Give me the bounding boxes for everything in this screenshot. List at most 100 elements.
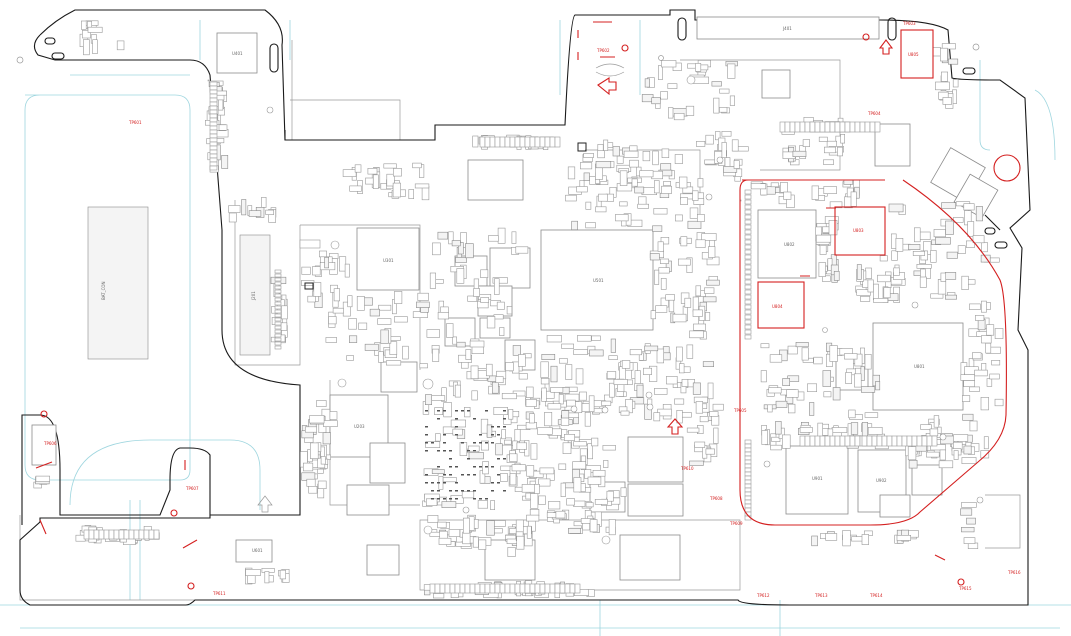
- passive-component[interactable]: [392, 182, 401, 198]
- passive-component[interactable]: [972, 235, 985, 244]
- passive-component[interactable]: [587, 476, 602, 485]
- passive-component[interactable]: [482, 461, 489, 475]
- passive-component[interactable]: [784, 121, 791, 133]
- passive-component[interactable]: [947, 58, 959, 65]
- passive-component[interactable]: [953, 450, 959, 460]
- passive-component[interactable]: [695, 239, 706, 248]
- passive-component[interactable]: [896, 435, 903, 447]
- passive-component[interactable]: [651, 97, 661, 105]
- passive-component[interactable]: [861, 422, 869, 438]
- passive-component[interactable]: [467, 295, 478, 302]
- passive-component[interactable]: [926, 435, 933, 447]
- passive-component[interactable]: [794, 121, 801, 133]
- passive-component[interactable]: [509, 136, 516, 148]
- passive-component[interactable]: [615, 214, 629, 222]
- passive-component[interactable]: [591, 437, 599, 447]
- passive-component[interactable]: [354, 164, 362, 173]
- passive-component[interactable]: [929, 428, 939, 437]
- passive-component[interactable]: [470, 365, 479, 379]
- passive-component[interactable]: [789, 121, 796, 133]
- passive-component[interactable]: [228, 212, 237, 223]
- passive-component[interactable]: [933, 229, 946, 238]
- passive-component[interactable]: [458, 354, 472, 363]
- passive-component[interactable]: [509, 583, 516, 594]
- passive-component[interactable]: [649, 253, 660, 261]
- passive-component[interactable]: [827, 258, 833, 271]
- passive-component[interactable]: [568, 527, 581, 534]
- passive-component[interactable]: [829, 201, 843, 209]
- passive-component[interactable]: [394, 291, 403, 304]
- passive-component[interactable]: [744, 471, 752, 477]
- passive-component[interactable]: [602, 445, 616, 451]
- passive-component[interactable]: [274, 301, 282, 306]
- passive-component[interactable]: [595, 161, 612, 169]
- passive-component[interactable]: [895, 238, 904, 252]
- passive-component[interactable]: [128, 529, 135, 540]
- passive-component[interactable]: [660, 278, 667, 290]
- passive-component[interactable]: [494, 278, 500, 295]
- passive-component[interactable]: [833, 270, 840, 281]
- passive-component[interactable]: [994, 398, 1004, 407]
- passive-component[interactable]: [496, 301, 505, 310]
- passive-component[interactable]: [692, 382, 701, 395]
- bottom-right-small-2[interactable]: [911, 464, 943, 496]
- passive-component[interactable]: [209, 129, 218, 135]
- passive-component[interactable]: [801, 347, 809, 361]
- passive-component[interactable]: [369, 308, 380, 317]
- passive-component[interactable]: [539, 583, 546, 594]
- passive-component[interactable]: [906, 435, 913, 447]
- passive-component[interactable]: [744, 507, 752, 513]
- passive-component[interactable]: [507, 547, 516, 557]
- passive-component[interactable]: [859, 121, 866, 133]
- passive-component[interactable]: [916, 435, 923, 447]
- passive-component[interactable]: [494, 583, 501, 594]
- passive-component[interactable]: [554, 583, 561, 594]
- passive-component[interactable]: [807, 383, 818, 392]
- passive-component[interactable]: [274, 313, 282, 318]
- passive-component[interactable]: [744, 264, 752, 270]
- passive-component[interactable]: [448, 231, 454, 245]
- passive-component[interactable]: [425, 441, 441, 449]
- passive-component[interactable]: [744, 309, 752, 315]
- passive-component[interactable]: [589, 519, 598, 533]
- passive-component[interactable]: [274, 269, 282, 274]
- passive-component[interactable]: [631, 178, 638, 187]
- passive-component[interactable]: [744, 234, 752, 240]
- passive-component[interactable]: [705, 448, 715, 455]
- passive-component[interactable]: [508, 409, 514, 420]
- passive-component[interactable]: [347, 295, 353, 308]
- passive-component[interactable]: [661, 148, 670, 158]
- passive-component[interactable]: [861, 534, 869, 545]
- passive-component[interactable]: [274, 325, 282, 330]
- passive-component[interactable]: [493, 314, 504, 320]
- passive-component[interactable]: [562, 442, 572, 454]
- passive-component[interactable]: [986, 324, 995, 336]
- passive-component[interactable]: [495, 443, 503, 456]
- passive-component[interactable]: [634, 370, 641, 385]
- passive-component[interactable]: [465, 243, 474, 259]
- passive-component[interactable]: [274, 281, 282, 286]
- passive-component[interactable]: [981, 242, 988, 253]
- passive-component[interactable]: [432, 348, 440, 362]
- left-connector[interactable]: [239, 234, 271, 356]
- passive-component[interactable]: [537, 427, 553, 435]
- upper-chip-1[interactable]: [467, 159, 524, 201]
- passive-component[interactable]: [318, 250, 327, 258]
- passive-component[interactable]: [811, 185, 819, 200]
- passive-component[interactable]: [427, 515, 439, 523]
- passive-component[interactable]: [831, 427, 848, 433]
- passive-component[interactable]: [744, 499, 752, 505]
- passive-component[interactable]: [541, 353, 556, 360]
- passive-component[interactable]: [961, 526, 975, 533]
- passive-component[interactable]: [879, 255, 888, 262]
- passive-component[interactable]: [940, 71, 948, 82]
- passive-component[interactable]: [450, 419, 467, 428]
- passive-component[interactable]: [529, 136, 536, 148]
- passive-component[interactable]: [558, 358, 568, 364]
- passive-component[interactable]: [530, 443, 538, 460]
- passive-component[interactable]: [509, 473, 517, 486]
- passive-component[interactable]: [944, 294, 957, 300]
- passive-component[interactable]: [715, 131, 721, 141]
- passive-component[interactable]: [837, 146, 843, 157]
- passive-component[interactable]: [471, 390, 478, 401]
